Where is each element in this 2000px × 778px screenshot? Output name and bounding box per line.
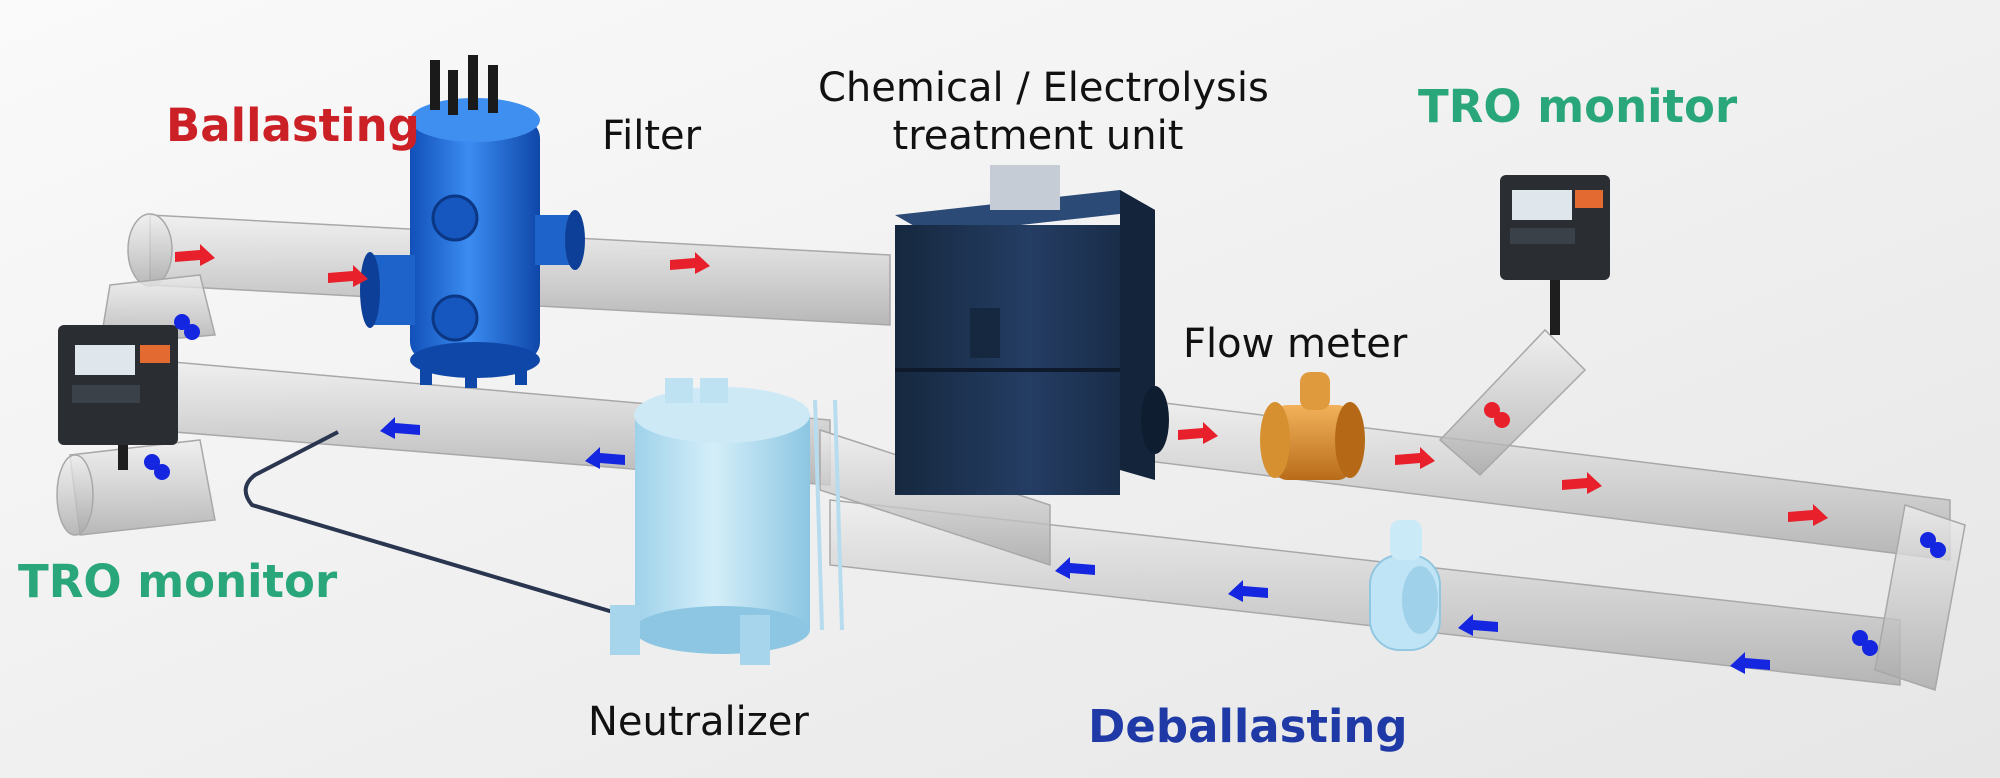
filter-vessel bbox=[360, 55, 585, 388]
tro-monitor-top bbox=[1500, 175, 1610, 335]
deballasting-label: Deballasting bbox=[1088, 700, 1408, 753]
ballasting-label: Ballasting bbox=[166, 99, 420, 152]
sampling-line bbox=[243, 430, 641, 622]
neutralizer-tank bbox=[610, 378, 844, 665]
pipe-front-left-end bbox=[56, 454, 94, 536]
tro-monitor-left-label: TRO monitor bbox=[18, 555, 338, 608]
flow-meter bbox=[1260, 372, 1365, 480]
treatment-unit-label-line1: Chemical / Electrolysis bbox=[818, 65, 1269, 111]
pipe-upper-left-end bbox=[127, 213, 173, 287]
treatment-unit-label: Chemical / Electrolysis treatment unit bbox=[818, 65, 1269, 159]
flow-meter-label: Flow meter bbox=[1183, 321, 1408, 367]
tro-monitor-top-label: TRO monitor bbox=[1418, 80, 1738, 133]
treatment-unit-label-line2: treatment unit bbox=[892, 113, 1184, 159]
tro-monitor-left bbox=[58, 325, 178, 470]
deballast-flow-arrows bbox=[144, 314, 1946, 674]
neutralizer-label: Neutralizer bbox=[588, 699, 809, 745]
pipe-lower bbox=[829, 499, 1901, 686]
ballast-flow-arrows bbox=[175, 244, 1828, 526]
valve bbox=[1369, 520, 1441, 651]
filter-label: Filter bbox=[602, 113, 702, 159]
treatment-unit bbox=[895, 165, 1169, 495]
pipe-right-riser bbox=[1438, 328, 1587, 477]
